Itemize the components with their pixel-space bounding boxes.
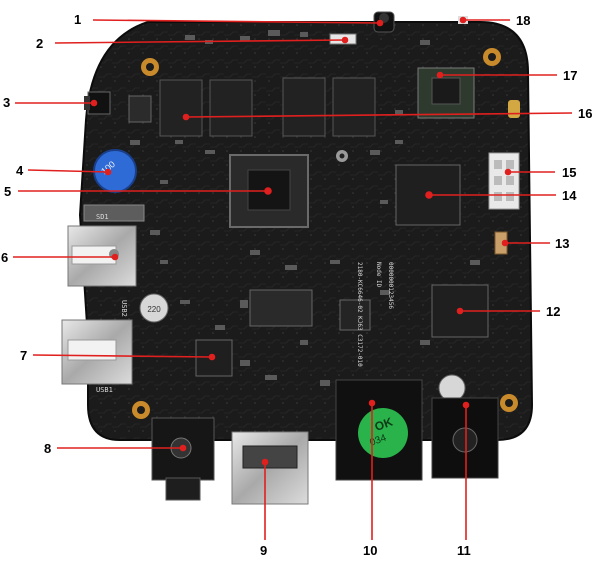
qc-sticker-line-1: OK (373, 414, 395, 433)
callout-6: 6 (1, 250, 8, 265)
callout-10: 10 (363, 543, 377, 558)
callout-5: 5 (4, 184, 11, 199)
small-chip-center (339, 299, 371, 331)
usb1-label: USB1 (96, 386, 113, 394)
node-id-label: Node ID (375, 262, 382, 288)
hdmi-port (231, 431, 309, 505)
callout-15: 15 (562, 165, 576, 180)
usb2-label: USB2 (120, 300, 128, 317)
usb-port-2 (67, 225, 137, 287)
callout-11: 11 (457, 543, 471, 558)
sd-card-slot (83, 204, 145, 222)
ir-receiver (373, 11, 395, 33)
white-connector (488, 152, 520, 210)
callout-2: 2 (36, 36, 43, 51)
callout-17: 17 (563, 68, 577, 83)
ide-connector (249, 289, 313, 327)
callout-lines (13, 16, 573, 540)
mounting-holes (132, 48, 518, 419)
callout-8: 8 (44, 441, 51, 456)
callout-3: 3 (3, 95, 10, 110)
callout-7: 7 (20, 348, 27, 363)
serial-label-2: 0000000123456 (387, 262, 394, 309)
callout-16: 16 (578, 106, 592, 121)
serial-label-1: 2180-KC6646-02 KJ63 C3172-010 (356, 262, 363, 367)
callout-numbers: 1 2 3 4 5 6 7 8 9 10 11 12 13 14 15 16 1… (1, 12, 592, 558)
callout-14: 14 (562, 188, 577, 203)
callout-9: 9 (260, 543, 267, 558)
callout-12: 12 (546, 304, 560, 319)
sd-slot-label: SD1 (96, 213, 109, 221)
capacitor: 220 (139, 293, 169, 323)
ram-area-small-chip (128, 95, 152, 123)
usb-port-1 (61, 319, 133, 385)
callout-4: 4 (16, 163, 24, 178)
dc-power-jack (431, 397, 499, 479)
capacitor-right (438, 374, 466, 402)
callout-13: 13 (555, 236, 569, 251)
callout-18: 18 (516, 13, 530, 28)
callout-1: 1 (74, 12, 81, 27)
audio-jack (151, 417, 215, 501)
coin-battery: 100 (93, 149, 137, 193)
ram-chips (159, 77, 376, 137)
component-10: OK 034 (335, 379, 423, 481)
capacitor-marking: 220 (147, 305, 161, 314)
wifi-shield-connector (508, 100, 520, 118)
wifi-module (417, 67, 475, 119)
